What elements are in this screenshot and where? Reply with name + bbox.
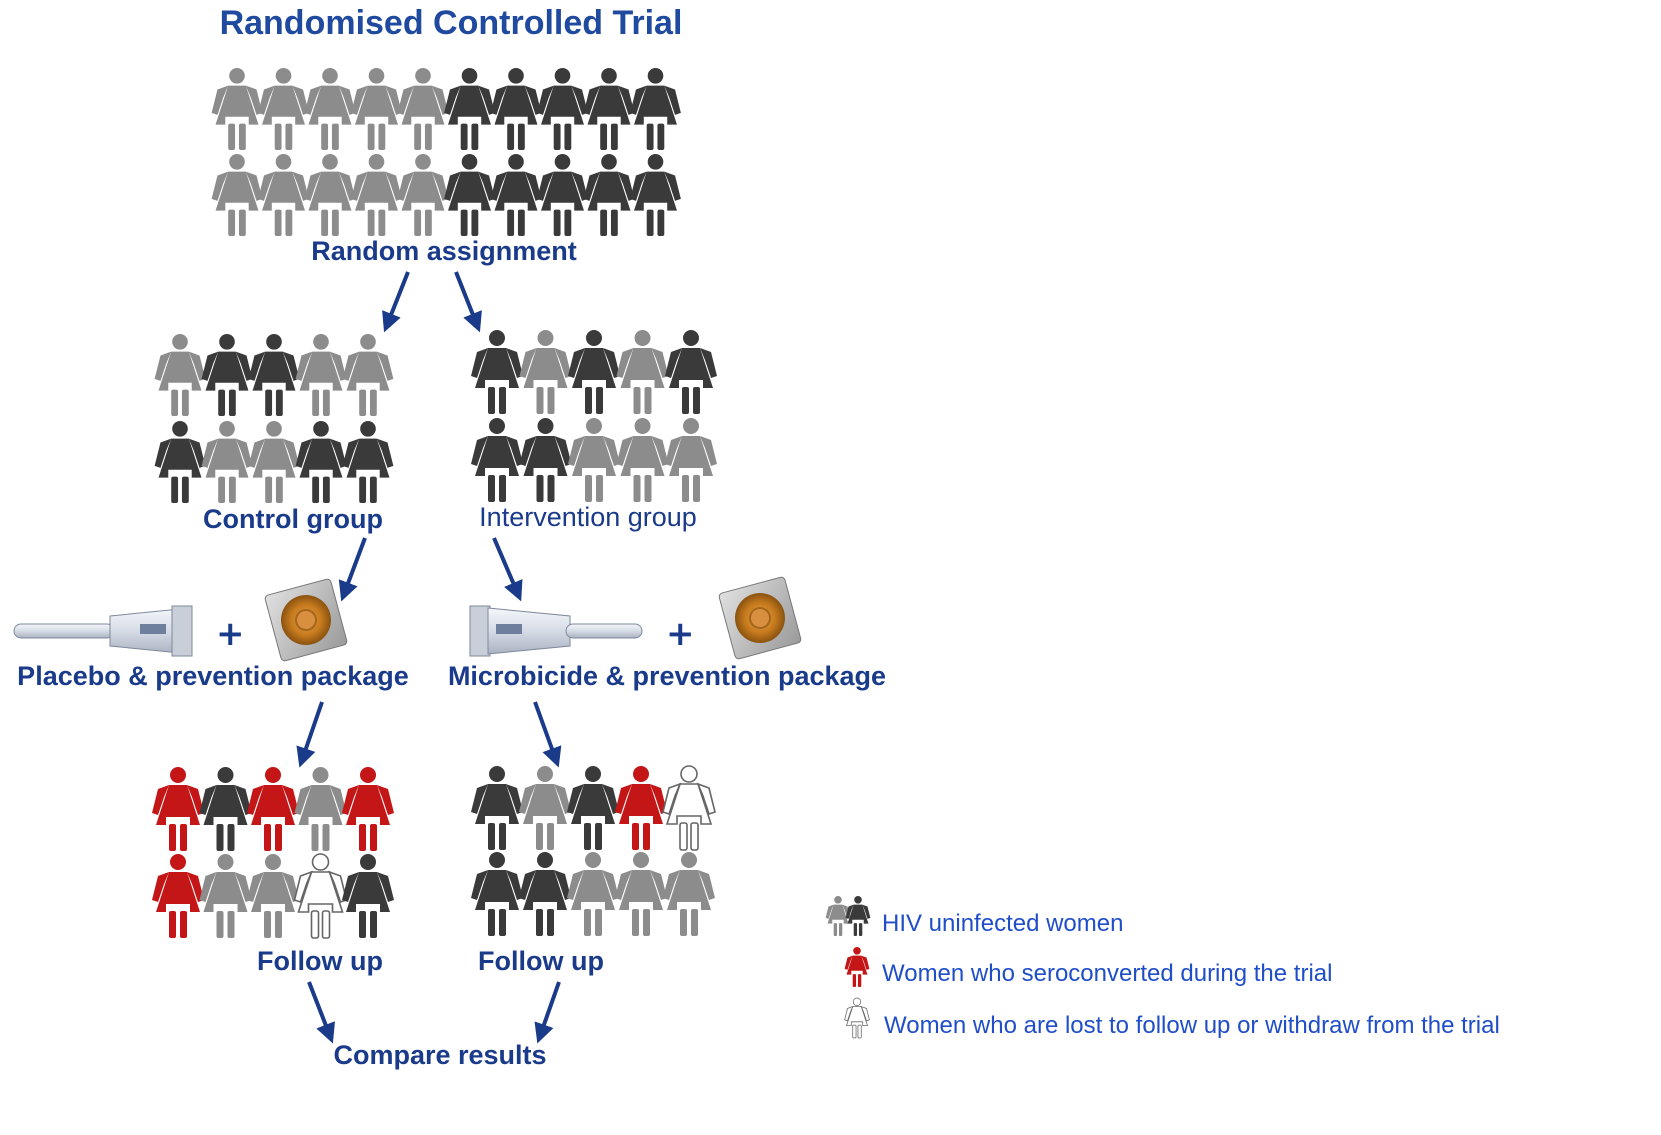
all-participants-figure xyxy=(211,68,263,150)
intervention-group-label: Intervention group xyxy=(479,502,697,532)
arrow-followup-right-to-compare xyxy=(534,981,561,1044)
control-group-figure xyxy=(201,421,253,503)
intervention-group-figure xyxy=(519,330,572,414)
microbicide-condom-image xyxy=(718,576,802,660)
placebo-package-label: Placebo & prevention package xyxy=(17,661,409,691)
intervention-group-figure xyxy=(568,418,620,502)
control-followup-figure xyxy=(342,854,394,938)
all-participants-figure xyxy=(397,68,449,150)
control-group-figure xyxy=(248,421,300,503)
all-participants-figure xyxy=(583,154,635,236)
plus-right: + xyxy=(666,614,695,654)
all-participants-figure xyxy=(304,68,356,150)
all-participants-figure xyxy=(351,68,402,150)
control-followup-figure xyxy=(152,767,204,851)
legend-uninfected-light-icon xyxy=(825,896,851,936)
plus-left: + xyxy=(216,614,245,654)
intervention-followup-figure xyxy=(615,766,667,850)
flow-arrows xyxy=(296,271,562,1044)
intervention-followup-figure xyxy=(471,852,523,936)
microbicide-package-label: Microbicide & prevention package xyxy=(447,661,887,691)
control-group-figure xyxy=(295,334,347,416)
control-group-figure xyxy=(342,421,394,503)
legend-lost-icon xyxy=(844,997,870,1039)
intervention-followup-figure xyxy=(519,766,571,850)
control-followup-figure xyxy=(342,767,394,851)
placebo-condom-image xyxy=(264,578,348,662)
follow-up-left-label: Follow up xyxy=(257,946,383,976)
all-participants-figure xyxy=(630,154,681,236)
all-participants-figure xyxy=(258,154,309,236)
arrow-intervention-to-package xyxy=(492,537,523,602)
control-followup-figure xyxy=(247,854,299,938)
diagram-title: Randomised Controlled Trial xyxy=(219,4,683,42)
control-group-figure xyxy=(248,334,300,416)
legend-seroconverted-text: Women who seroconverted during the trial xyxy=(882,960,1333,987)
placebo-applicator-image xyxy=(13,605,193,657)
arrow-to-intervention xyxy=(454,271,482,333)
legend-icons xyxy=(825,896,871,1039)
intervention-group-figure xyxy=(471,418,523,502)
intervention-group-figure xyxy=(665,418,717,502)
intervention-followup-figure xyxy=(567,766,619,850)
intervention-followup-figure xyxy=(519,852,571,936)
random-assignment-label: Random assignment xyxy=(311,236,577,266)
intervention-group-figure xyxy=(616,418,669,502)
compare-results-label: Compare results xyxy=(333,1040,547,1070)
arrow-control-to-package xyxy=(338,537,367,602)
intervention-followup-figure xyxy=(663,852,715,936)
intervention-group-figure xyxy=(568,330,620,414)
control-followup-figure xyxy=(199,854,252,938)
all-participants-figure xyxy=(258,68,309,150)
control-followup-figure xyxy=(293,853,348,939)
intervention-followup-figure xyxy=(615,852,667,936)
intervention-group-figure xyxy=(471,330,523,414)
all-participants-figure xyxy=(490,154,542,236)
control-group-figure xyxy=(154,421,206,503)
legend-lost-text: Women who are lost to follow up or withd… xyxy=(884,1012,1500,1039)
control-group-figure xyxy=(154,334,206,416)
all-participants-figure xyxy=(304,154,356,236)
control-followup-figure xyxy=(247,767,299,851)
all-participants-figure xyxy=(444,154,495,236)
all-participants-figure xyxy=(583,68,635,150)
all-participants-figure xyxy=(397,154,449,236)
intervention-followup-figure xyxy=(662,765,716,851)
legend-seroconverted-icon xyxy=(844,947,870,987)
arrow-to-control xyxy=(382,271,410,333)
all-participants-figure xyxy=(351,154,402,236)
control-group-figure xyxy=(342,334,394,416)
all-participants-figure xyxy=(490,68,542,150)
people-layer xyxy=(152,68,717,939)
arrow-followup-left-to-compare xyxy=(307,981,335,1044)
arrow-microbicide-to-followup xyxy=(533,701,562,768)
intervention-followup-figure xyxy=(567,852,619,936)
all-participants-figure xyxy=(211,154,263,236)
all-participants-figure xyxy=(630,68,681,150)
arrow-placebo-to-followup xyxy=(296,701,324,768)
intervention-group-figure xyxy=(665,330,717,414)
control-group-figure xyxy=(201,334,253,416)
microbicide-applicator-image xyxy=(469,605,643,657)
intervention-group-figure xyxy=(616,330,669,414)
all-participants-figure xyxy=(537,154,588,236)
control-followup-figure xyxy=(294,767,347,851)
control-followup-figure xyxy=(152,854,204,938)
all-participants-figure xyxy=(537,68,588,150)
intervention-followup-figure xyxy=(471,766,523,850)
follow-up-right-label: Follow up xyxy=(478,946,604,976)
legend-uninfected-text: HIV uninfected women xyxy=(882,910,1124,937)
all-participants-figure xyxy=(444,68,495,150)
control-group-label: Control group xyxy=(203,504,383,534)
legend-uninfected-dark-icon xyxy=(845,896,871,936)
control-followup-figure xyxy=(199,767,252,851)
intervention-group-figure xyxy=(519,418,572,502)
control-group-figure xyxy=(295,421,347,503)
